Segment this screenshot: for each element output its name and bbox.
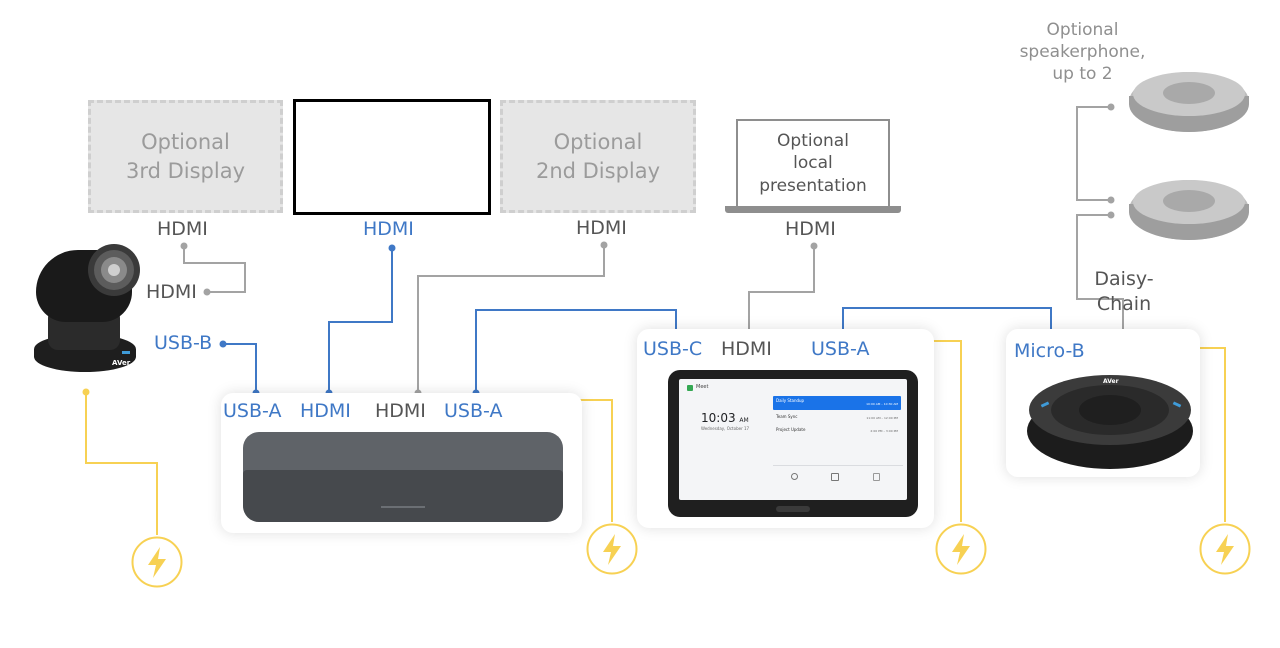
- compute-hdmi-label-2: HDMI: [375, 400, 426, 422]
- optional-second-display: Optional 2nd Display: [500, 100, 696, 213]
- screen-date: Wednesday, October 17: [701, 426, 750, 431]
- camera-hdmi-label: HDMI: [146, 281, 197, 303]
- compute-usb-a-label-1: USB-A: [223, 400, 282, 422]
- speaker-micro-b-label: Micro-B: [1014, 340, 1085, 362]
- compute-box: [243, 432, 563, 522]
- second-display-hdmi-label: HDMI: [576, 217, 627, 239]
- laptop-label: Optional local presentation: [759, 131, 867, 196]
- speakerphone: AVer: [1027, 375, 1197, 470]
- third-display-label: Optional 3rd Display: [125, 130, 246, 183]
- speakerphone-daisy-wire: [1076, 106, 1111, 201]
- meeting-item-2: Team Sync 11:00 AM – 12:00 PM: [776, 414, 898, 420]
- camera-hdmi-wire: [183, 246, 246, 293]
- main-display: [293, 99, 491, 215]
- speakerphone-power-icon: [1198, 522, 1252, 576]
- laptop-screen: Optional local presentation: [736, 119, 890, 208]
- speakerphone-note: Optional speakerphone, up to 2: [1019, 20, 1146, 85]
- ptz-camera: AVer: [30, 238, 142, 378]
- laptop-hdmi-wire: [748, 246, 815, 333]
- second-display-label: Optional 2nd Display: [535, 130, 661, 183]
- camera-power-wire: [85, 392, 158, 535]
- camera-usb-wire: [223, 343, 257, 393]
- main-display-hdmi-label: HDMI: [363, 218, 414, 240]
- compute-tablet-usb-wire: [475, 309, 677, 393]
- display2-hdmi-wire: [417, 245, 605, 393]
- compute-power-icon: [585, 522, 639, 576]
- camera-usb-label: USB-B: [154, 332, 213, 354]
- speakerphone-chain-wire: [1076, 214, 1124, 366]
- laptop-hdmi-label: HDMI: [785, 218, 836, 240]
- tablet-usb-c-label: USB-C: [643, 338, 703, 360]
- touch-panel-screen: Meet 10:03 AM Wednesday, October 17 Dail…: [679, 379, 907, 500]
- meeting-item-3: Project Update 2:00 PM – 3:00 PM: [776, 427, 898, 433]
- meeting-item-1: Daily Standup 10:00 AM – 10:30 AM: [773, 396, 901, 410]
- camera-power-icon: [130, 535, 184, 589]
- speakerphone-brand: AVer: [1103, 378, 1119, 385]
- tablet-hdmi-label: HDMI: [721, 338, 772, 360]
- optional-speakerphone-2: [1129, 180, 1249, 240]
- tablet-power-icon: [934, 522, 988, 576]
- optional-third-display: Optional 3rd Display: [88, 100, 283, 213]
- compute-hdmi-label-1: HDMI: [300, 400, 351, 422]
- tablet-speaker-usb-wire: [842, 307, 1052, 335]
- laptop-base: [725, 206, 901, 213]
- main-display-hdmi-wire: [328, 248, 393, 393]
- optional-speakerphone-1: [1129, 72, 1249, 132]
- daisy-chain-label: Daisy- Chain: [1094, 268, 1154, 315]
- compute-usb-a-label-2: USB-A: [444, 400, 503, 422]
- third-display-hdmi-label: HDMI: [157, 218, 208, 240]
- touch-panel: Meet 10:03 AM Wednesday, October 17 Dail…: [668, 370, 918, 517]
- tablet-usb-a-label: USB-A: [811, 338, 870, 360]
- screen-clock: 10:03 AM: [701, 411, 749, 425]
- camera-brand: AVer: [112, 359, 131, 367]
- meet-app-title: Meet: [696, 384, 709, 390]
